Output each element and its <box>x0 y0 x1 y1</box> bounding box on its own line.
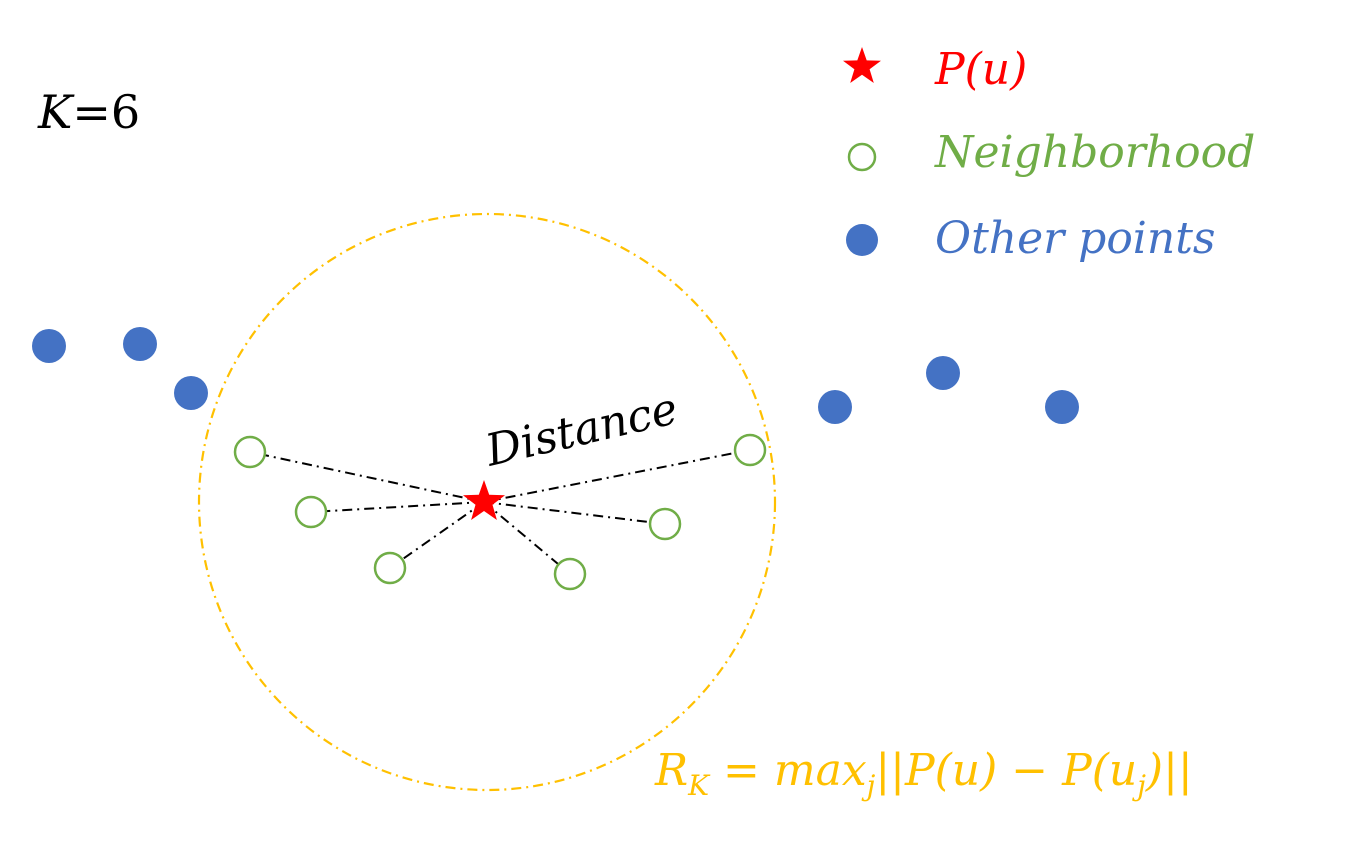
distance-lines <box>249 449 751 575</box>
neighbor-point <box>733 433 767 467</box>
other-point <box>174 376 208 410</box>
legend-hollow-circle-icon <box>847 142 877 172</box>
distance-line <box>483 501 666 525</box>
distance-line <box>483 501 571 575</box>
distance-line <box>483 449 751 503</box>
legend-star-icon <box>843 47 881 83</box>
neighbor-point <box>373 551 407 585</box>
radius-formula: RK = maxj||P(u) − P(uj)|| <box>654 745 1193 802</box>
center-star-icon <box>463 480 505 520</box>
neighbor-point <box>294 495 328 529</box>
legend-filled-circle-icon <box>846 224 878 256</box>
other-point <box>926 356 960 390</box>
formula-mid: ||P(u) − P(u <box>875 745 1137 796</box>
distance-line <box>389 501 485 569</box>
formula-r: R <box>654 745 688 796</box>
k-label: K=6 <box>37 85 140 139</box>
distance-label: Distance <box>480 383 682 477</box>
formula-eq: = max <box>709 745 867 796</box>
distance-line <box>310 501 485 513</box>
neighborhood-radius-circle <box>197 212 777 792</box>
legend-other-label: Other points <box>935 213 1215 264</box>
legend-center-label: P(u) <box>934 44 1027 95</box>
formula-end: )|| <box>1145 745 1193 796</box>
formula-r-sub: K <box>687 769 711 802</box>
neighbor-point <box>553 557 587 591</box>
k-value: =6 <box>72 85 140 139</box>
other-point <box>1045 390 1079 424</box>
other-points <box>32 327 1079 424</box>
distance-line <box>249 451 485 503</box>
neighborhood-points <box>233 433 767 591</box>
other-point <box>818 390 852 424</box>
neighbor-point <box>648 507 682 541</box>
neighbor-point <box>233 435 267 469</box>
k-symbol: K <box>37 85 75 139</box>
other-point <box>123 327 157 361</box>
legend: P(u) Neighborhood Other points <box>843 44 1255 264</box>
other-point <box>32 329 66 363</box>
legend-neighborhood-label: Neighborhood <box>934 127 1255 178</box>
